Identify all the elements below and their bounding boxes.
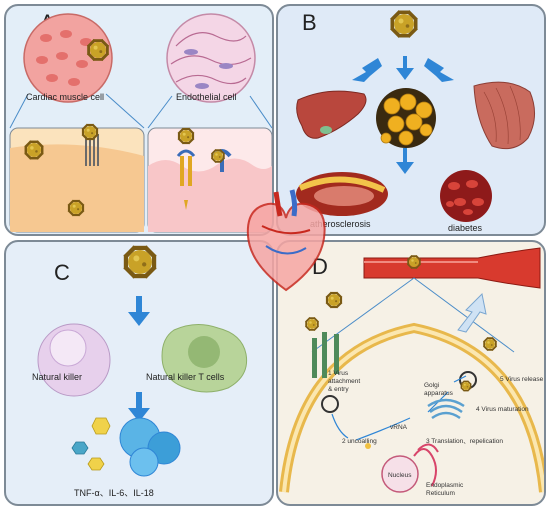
- atherosclerosis-label: atherosclerosis: [310, 219, 371, 229]
- virus-icon: [68, 200, 84, 216]
- virus-icon: [82, 124, 98, 140]
- virus-icon: [305, 317, 319, 331]
- er-label: Endoplasmic Reticulum: [426, 482, 464, 497]
- gallbladder: [320, 126, 332, 134]
- entry-endosome: [321, 395, 339, 413]
- nkt-nucleus: [188, 336, 220, 368]
- skeletal-muscle: [473, 81, 535, 150]
- step-release-label: 5 Virus release: [500, 376, 544, 383]
- immune-cascade-arrows: [128, 296, 150, 422]
- virus-icon: [391, 11, 418, 38]
- cardiac-muscle-cell-label: Cardiac muscle cell: [26, 92, 105, 102]
- endothelial-cytoplasm: [148, 158, 272, 232]
- liver-organ: [296, 90, 367, 139]
- diabetes-label: diabetes: [448, 223, 483, 233]
- virus-icon: [407, 255, 421, 269]
- panel-d: D: [276, 240, 546, 506]
- golgi-label: Golgi apparatus: [424, 382, 453, 397]
- zoom-connector-lines: [9, 93, 272, 129]
- vrna-label: vRNA: [390, 424, 407, 431]
- nucleus: [381, 455, 419, 493]
- step-attachment-label: 1 Virus attachment & entry: [328, 370, 361, 393]
- nucleus-label: Nucleus: [388, 472, 412, 479]
- cytokine-cells: [119, 417, 181, 477]
- panel-a: A: [4, 4, 274, 236]
- virus-icon: [178, 128, 194, 144]
- virus-icon: [124, 246, 156, 278]
- cytokines-label: TNF-α、IL-6、IL-18: [74, 488, 154, 498]
- virus-icon: [211, 149, 225, 163]
- fat-cells: [380, 93, 433, 146]
- endothelial-nuclei: [184, 49, 233, 89]
- panel-c-illustration: [37, 296, 248, 477]
- virus-icon: [25, 141, 44, 160]
- virus-icon: [461, 381, 472, 392]
- muscle-fibers: [483, 85, 521, 145]
- endothelial-cell-label: Endothelial cell: [176, 92, 237, 102]
- ace2-receptor: [176, 149, 196, 210]
- nk-nucleus: [49, 329, 87, 367]
- virus-icon: [87, 39, 109, 61]
- membrane-core: [282, 325, 544, 493]
- uncoating-capsid: [365, 443, 371, 449]
- virus-release-arrow: [457, 292, 487, 333]
- panel-b-letter: B: [302, 10, 317, 35]
- plaque-deposit: [298, 176, 386, 193]
- spread-arrows: [352, 56, 454, 174]
- red-blood-cells: [446, 180, 484, 215]
- panel-b-illustration: [296, 56, 535, 222]
- natural-killer-label: Natural killer: [32, 372, 83, 382]
- heart-icon: [246, 189, 326, 292]
- cytokine-molecules: [71, 417, 111, 471]
- zoom-lines: [311, 277, 515, 353]
- cardiac-cytoplasm: [10, 144, 144, 232]
- endoplasmic-reticulum: [413, 443, 439, 487]
- panel-c-letter: C: [54, 260, 70, 285]
- natural-killer-t-cells-label: Natural killer T cells: [146, 372, 225, 382]
- panel-a-illustration: [9, 13, 272, 233]
- step-translation-label: 3 Translation、repelication: [426, 438, 503, 445]
- step-uncoating-label: 2 uncoalling: [342, 438, 377, 445]
- ace2-receptors: [312, 332, 339, 378]
- artery-lumen: [314, 186, 374, 206]
- virus-icon: [483, 337, 497, 351]
- blood-vessel: [363, 247, 541, 289]
- endothelial-cell-outlines: [170, 32, 252, 85]
- panel-d-illustration: [279, 247, 544, 493]
- panel-c: C Natural killer Natural killer T cells …: [4, 240, 274, 506]
- golgi-apparatus: [427, 398, 465, 420]
- step-maturation-label: 4 Virus maturation: [476, 406, 529, 413]
- panel-b: B ath: [276, 4, 546, 236]
